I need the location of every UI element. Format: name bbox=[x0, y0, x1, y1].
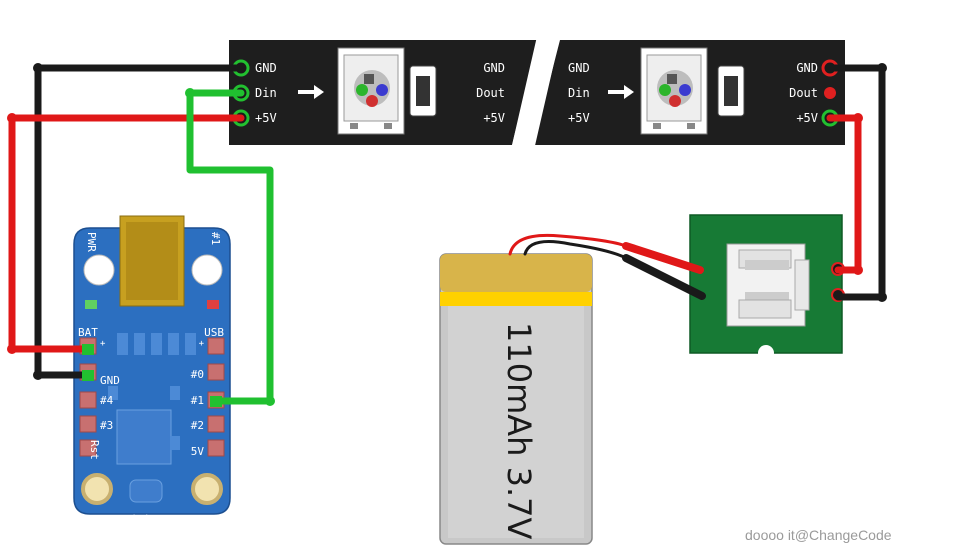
pwr-led-icon bbox=[85, 300, 97, 309]
mount-pad-icon bbox=[191, 473, 223, 505]
capacitor-1 bbox=[409, 65, 437, 117]
trinket-pin3-label: #3 bbox=[100, 419, 113, 432]
strip1-left-5v-label: +5V bbox=[255, 111, 277, 125]
trinket-top-right-label: #1 bbox=[209, 232, 222, 245]
mount-pad-icon bbox=[81, 473, 113, 505]
wire-data bbox=[186, 89, 274, 405]
strip2-left-5v-label: +5V bbox=[568, 111, 590, 125]
trinket-pin0-label: #0 bbox=[191, 368, 204, 381]
battery-label: 110mAh 3.7V bbox=[500, 322, 538, 539]
data-arrow-icon bbox=[608, 85, 634, 99]
wire-battery-black bbox=[523, 240, 704, 298]
wire-end-caps bbox=[7, 63, 887, 407]
lipo-battery: 110mAh 3.7V bbox=[439, 253, 593, 545]
trinket-pwr-label: PWR bbox=[85, 232, 98, 252]
strip2-left-din-label: Din bbox=[568, 86, 590, 100]
data-arrow-icon bbox=[298, 85, 324, 99]
strip1-left-gnd-label: GND bbox=[255, 61, 277, 75]
strip-break-line-2 bbox=[530, 29, 562, 153]
wire-gnd-trinket bbox=[34, 64, 245, 379]
wire-battery-red bbox=[508, 233, 702, 272]
trinket-board: PWR #1 BAT + GND #4 #3 Rst USB + #0 #1 #… bbox=[73, 215, 231, 527]
wire-5v-trinket bbox=[8, 114, 245, 353]
pin1-led-icon bbox=[207, 300, 219, 309]
trinket-usb-plus-label: + bbox=[199, 339, 205, 349]
strip1-right-dout-label: Dout bbox=[476, 86, 505, 100]
jst-connector-board bbox=[689, 214, 845, 361]
wire-gnd-board bbox=[826, 64, 886, 301]
led-strip: GND Din +5V GND Dout +5V GND Din +5V GND… bbox=[229, 29, 845, 153]
trinket-pin4-label: #4 bbox=[100, 394, 114, 407]
watermark: doooo it@ChangeCode bbox=[745, 527, 892, 543]
strip1-right-5v-label: +5V bbox=[483, 111, 505, 125]
trinket-bat-plus-label: + bbox=[100, 339, 106, 349]
wires bbox=[8, 64, 886, 405]
trinket-usb-label: USB bbox=[204, 326, 224, 339]
wire-5v-board bbox=[826, 114, 862, 274]
strip1-left-din-label: Din bbox=[255, 86, 277, 100]
trinket-pin2-label: #2 bbox=[191, 419, 204, 432]
trinket-pin1-label: #1 bbox=[191, 394, 204, 407]
trinket-rst-label: Rst bbox=[88, 440, 101, 460]
trinket-bat-label: BAT bbox=[78, 326, 98, 339]
strip2-right-gnd-label: GND bbox=[796, 61, 818, 75]
led-pixel-1 bbox=[337, 47, 405, 135]
trinket-5v-label: 5V bbox=[191, 445, 205, 458]
mount-hole-icon bbox=[191, 254, 223, 286]
capacitor-2 bbox=[717, 65, 745, 117]
wire-battery-black-plug bbox=[622, 254, 706, 300]
board-notch-icon bbox=[758, 345, 774, 361]
wire-battery-red-plug bbox=[622, 242, 704, 274]
strip2-left-gnd-label: GND bbox=[568, 61, 590, 75]
mount-hole-icon bbox=[83, 254, 115, 286]
strip-break-line-1 bbox=[510, 29, 542, 153]
trinket-gnd-label: GND bbox=[100, 374, 120, 387]
strip2-right-5v-label: +5V bbox=[796, 111, 818, 125]
led-pixel-2 bbox=[640, 47, 708, 135]
strip2-right-dout-label: Dout bbox=[789, 86, 818, 100]
strip1-right-gnd-label: GND bbox=[483, 61, 505, 75]
trinket-name-label: Trinket 5v bbox=[116, 513, 188, 527]
